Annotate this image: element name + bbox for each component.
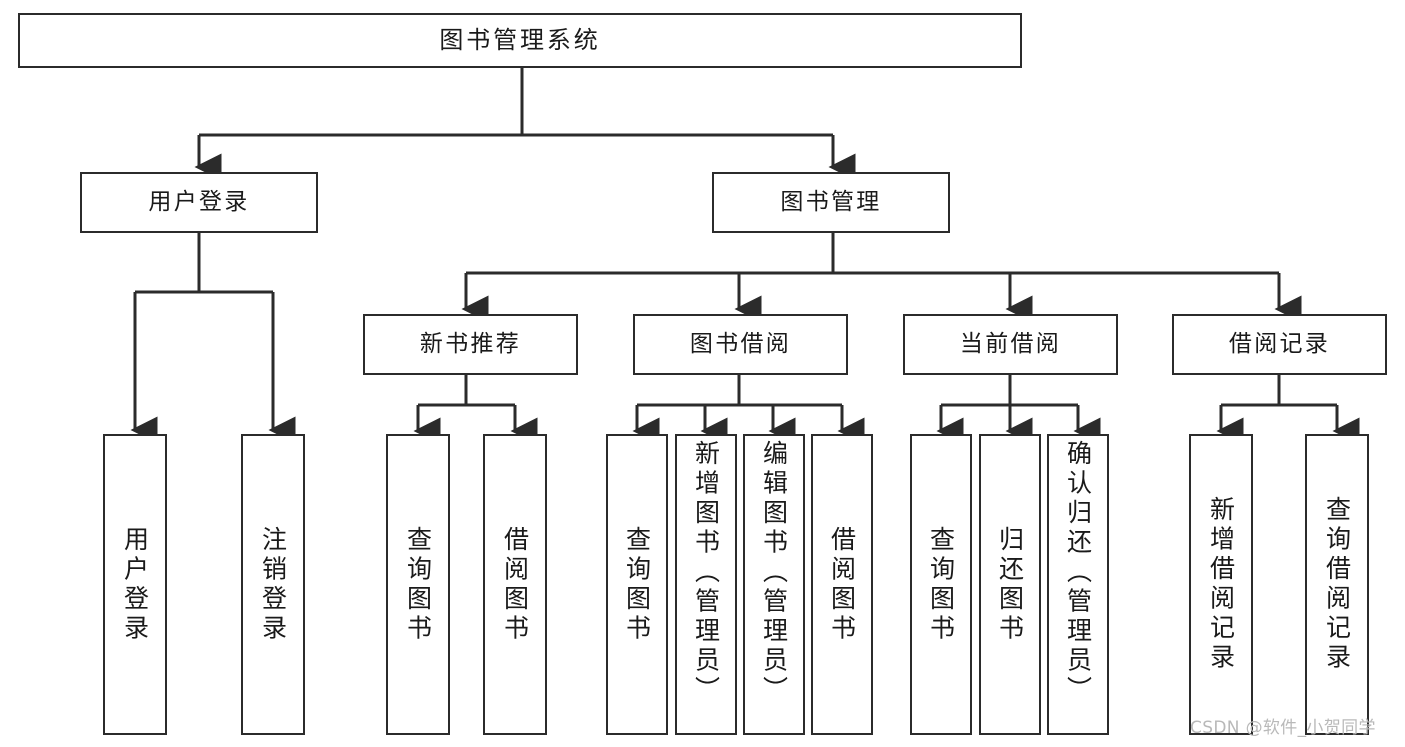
node-label: 用户登录 xyxy=(120,525,150,644)
leaf-add-borrow-record[interactable]: 新增借阅记录 xyxy=(1189,434,1253,735)
leaf-edit-book-admin[interactable]: 编辑图书（管理员） xyxy=(743,434,805,735)
node-label: 图书管理 xyxy=(780,188,882,215)
node-label: 归还图书 xyxy=(995,525,1025,644)
node-label: 新增借阅记录 xyxy=(1206,496,1236,673)
node-label: 确认归还（管理员） xyxy=(1063,440,1093,706)
node-label: 注销登录 xyxy=(258,525,288,644)
node-label: 借阅记录 xyxy=(1228,330,1331,357)
leaf-add-book-admin[interactable]: 新增图书（管理员） xyxy=(675,434,737,735)
node-book-borrow[interactable]: 图书借阅 xyxy=(633,314,848,375)
node-label: 用户登录 xyxy=(148,188,250,215)
node-root-system[interactable]: 图书管理系统 xyxy=(18,13,1022,68)
leaf-query-book-current[interactable]: 查询图书 xyxy=(910,434,972,735)
node-label: 新增图书（管理员） xyxy=(691,440,721,706)
node-label: 编辑图书（管理员） xyxy=(759,440,789,706)
leaf-query-book-new[interactable]: 查询图书 xyxy=(386,434,450,735)
node-label: 查询图书 xyxy=(622,525,652,644)
leaf-confirm-return-admin[interactable]: 确认归还（管理员） xyxy=(1047,434,1109,735)
leaf-return-book[interactable]: 归还图书 xyxy=(979,434,1041,735)
node-label: 借阅图书 xyxy=(500,525,530,644)
node-current-borrow[interactable]: 当前借阅 xyxy=(903,314,1118,375)
csdn-watermark: CSDN @软件_小贺同学 xyxy=(1190,718,1376,738)
node-label: 图书管理系统 xyxy=(439,26,601,55)
node-book-management[interactable]: 图书管理 xyxy=(712,172,950,233)
leaf-query-book-borrow[interactable]: 查询图书 xyxy=(606,434,668,735)
node-label: 查询借阅记录 xyxy=(1322,496,1352,673)
node-user-login[interactable]: 用户登录 xyxy=(80,172,318,233)
node-label: 查询图书 xyxy=(926,525,956,644)
node-borrow-record[interactable]: 借阅记录 xyxy=(1172,314,1387,375)
node-label: 查询图书 xyxy=(403,525,433,644)
leaf-borrow-book-new[interactable]: 借阅图书 xyxy=(483,434,547,735)
leaf-borrow-book[interactable]: 借阅图书 xyxy=(811,434,873,735)
leaf-query-borrow-record[interactable]: 查询借阅记录 xyxy=(1305,434,1369,735)
node-new-book-recommend[interactable]: 新书推荐 xyxy=(363,314,578,375)
node-label: 新书推荐 xyxy=(419,330,522,357)
leaf-logout[interactable]: 注销登录 xyxy=(241,434,305,735)
node-label: 图书借阅 xyxy=(689,330,792,357)
node-label: 借阅图书 xyxy=(827,525,857,644)
node-label: 当前借阅 xyxy=(959,330,1062,357)
leaf-user-login[interactable]: 用户登录 xyxy=(103,434,167,735)
